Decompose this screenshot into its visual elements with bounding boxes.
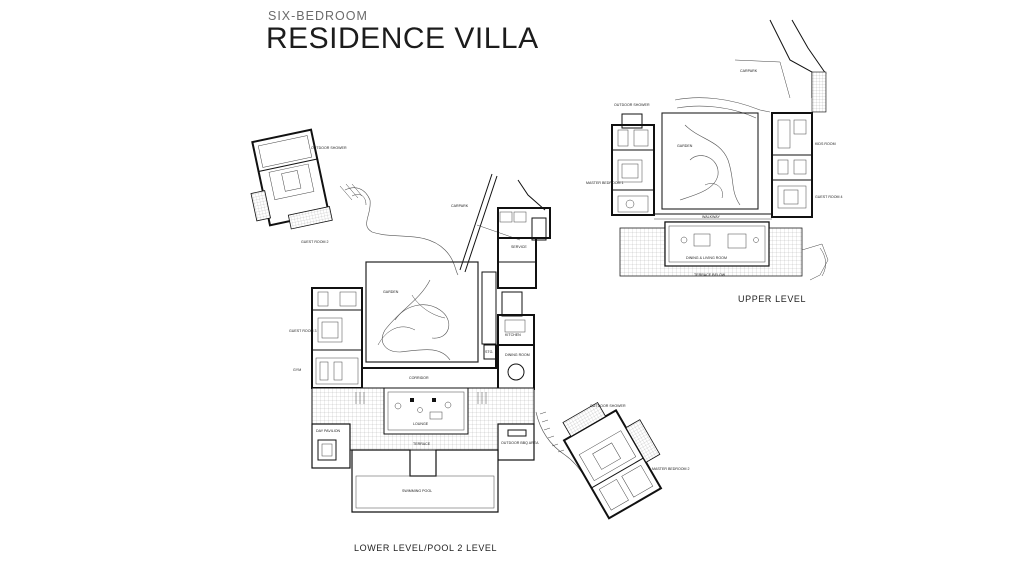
lower-garden-outline <box>365 261 479 363</box>
label-outdoor-bbq: OUTDOOR BBQ AREA <box>501 441 539 445</box>
label-outdoor-shower-mb2: OUTDOOR SHOWER <box>590 404 626 408</box>
guest-room-2-pavilion <box>250 128 333 230</box>
villa-title: RESIDENCE VILLA <box>266 22 539 55</box>
lounge-room <box>383 387 469 435</box>
label-master-bedroom-1: MASTER BEDROOM 1 <box>586 181 624 185</box>
upper-carpark <box>734 19 827 113</box>
label-day-pavilion: DAY PAVILION <box>316 429 341 433</box>
stair-path-guest-2 <box>344 187 459 276</box>
label-gym: GYM <box>293 368 301 372</box>
label-walkway: WALKWAY <box>702 215 720 219</box>
label-guest-room-2: GUEST ROOM 2 <box>301 240 329 244</box>
label-guest-room-3: GUEST ROOM 3 <box>289 329 317 333</box>
label-carpark-lower: CARPARK <box>451 204 469 208</box>
label-dining-room: DINING ROOM <box>505 353 530 357</box>
label-terrace: TERRACE <box>413 442 431 446</box>
villa-subtitle: SIX-BEDROOM <box>268 9 368 23</box>
label-stg: STG. <box>485 350 493 354</box>
carpark-lower <box>459 173 546 273</box>
label-terrace-below: TERRACE BELOW <box>694 273 726 277</box>
label-dining-living: DINING & LIVING ROOM <box>686 256 727 260</box>
label-garden-lower: GARDEN <box>383 290 399 294</box>
kids-guest-4-wing <box>771 112 813 218</box>
label-corridor: CORRIDOR <box>409 376 429 380</box>
corridor-wall <box>361 345 497 369</box>
label-service: SERVICE <box>511 245 527 249</box>
label-lounge: LOUNGE <box>413 422 429 426</box>
label-kitchen: KITCHEN <box>505 333 521 337</box>
upper-level-label: UPPER LEVEL <box>738 294 807 304</box>
label-outdoor-shower-gr2: OUTDOOR SHOWER <box>311 146 347 150</box>
label-swimming-pool: SWIMMING POOL <box>402 489 432 493</box>
master-bedroom-2-pavilion <box>562 401 663 520</box>
label-kids-room: KIDS ROOM <box>815 142 836 146</box>
label-guest-room-4: GUEST ROOM 4 <box>815 195 843 199</box>
service-block <box>497 207 551 317</box>
lower-level-label: LOWER LEVEL/POOL 2 LEVEL <box>354 543 498 553</box>
swimming-pool <box>351 449 499 513</box>
upper-garden <box>661 112 759 210</box>
label-garden-upper: GARDEN <box>677 144 693 148</box>
master-bedroom-1-wing <box>611 124 655 216</box>
label-outdoor-shower-upper: OUTDOOR SHOWER <box>614 103 650 107</box>
garden-path-lower <box>381 279 451 361</box>
label-carpark-upper: CARPARK <box>740 69 758 73</box>
upper-garden-path <box>684 124 741 206</box>
label-master-bedroom-2: MASTER BEDROOM 2 <box>652 467 690 471</box>
